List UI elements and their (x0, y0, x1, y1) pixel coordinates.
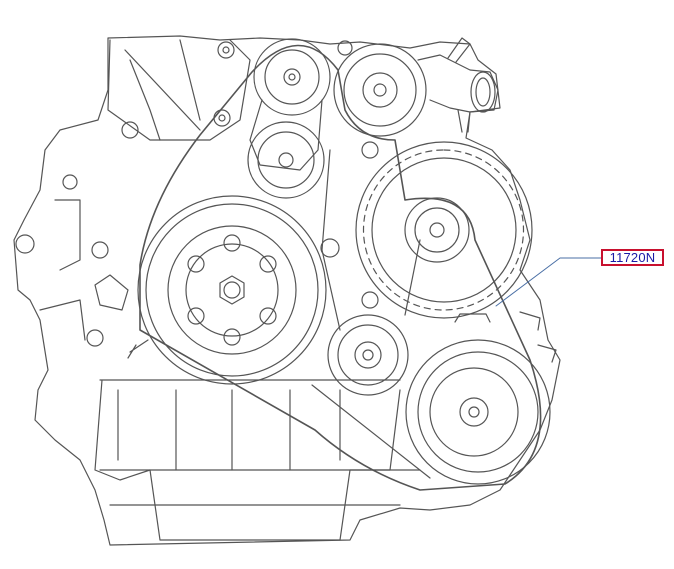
bolt-top (337, 40, 353, 56)
oil-pan-ribs (117, 389, 341, 471)
left-bolt-4 (91, 241, 109, 259)
water-outlet-bracket (457, 109, 471, 133)
idler-pulley-mid (343, 53, 417, 127)
ac-clutch-face (429, 367, 519, 457)
ac-compressor-outer (405, 339, 551, 485)
ac-clutch-hub (459, 397, 489, 427)
top-pulley-bolt (288, 73, 296, 81)
crank-bolt-washer (223, 281, 241, 299)
crank-pulley-hub-ring (185, 243, 279, 337)
alternator-pulley-hub (429, 222, 445, 238)
ac-compressor-mid (417, 351, 539, 473)
callout-leader-line (495, 257, 602, 307)
drive-belt (139, 44, 542, 491)
idler-pulley-outer (333, 43, 427, 137)
crank-hole-4 (223, 328, 241, 346)
left-bracket (39, 199, 86, 341)
bolt-mid-center (218, 114, 226, 122)
lower-flange (99, 469, 421, 506)
idler-pulley-ring (362, 72, 398, 108)
bolt-top-left (217, 41, 235, 59)
top-pulley-hub (283, 68, 301, 86)
alternator-fins (362, 149, 525, 311)
sensor-stem (447, 37, 471, 63)
crank-hole-1 (223, 234, 241, 252)
ac-clutch-bolt (468, 406, 480, 418)
crank-hole-6 (187, 255, 205, 273)
lower-idler-outer (327, 314, 409, 396)
idler-pulley-hub (373, 83, 387, 97)
alternator-pulley-outer (404, 197, 470, 263)
alternator-body (355, 141, 533, 319)
left-bolt-2 (86, 329, 104, 347)
water-outlet-opening (470, 71, 496, 113)
crank-hole-2 (259, 255, 277, 273)
crank-hole-3 (259, 307, 277, 325)
alternator-bolt-upper (361, 141, 379, 159)
crank-hole-5 (187, 307, 205, 325)
water-outlet (417, 54, 499, 113)
water-outlet-inner (475, 77, 491, 107)
crank-pulley-groove (145, 203, 319, 377)
alternator-mount-bolt (320, 238, 340, 258)
top-pulley-inner (264, 49, 320, 105)
lower-idler-ring (354, 341, 382, 369)
crank-pulley-outer (137, 195, 327, 385)
tensioner-pulley-hub (278, 152, 294, 168)
tensioner-pulley-inner (257, 131, 315, 189)
left-bolt-3 (62, 174, 78, 190)
top-pulley-outer (253, 38, 331, 116)
lower-idler-hub (362, 349, 374, 361)
part-number-label[interactable]: 11720N (601, 249, 664, 266)
tensioner-arm (249, 99, 323, 171)
lower-idler-inner (337, 324, 399, 386)
alternator-pulley-inner (414, 207, 460, 253)
crank-bolt (219, 275, 245, 305)
left-bolt-1 (15, 234, 35, 254)
alternator-bolt-lower (361, 291, 379, 309)
bolt-left (121, 121, 139, 139)
engine-block-outline (13, 35, 561, 546)
dipstick (127, 339, 149, 359)
tensioner-pulley-outer (247, 121, 325, 199)
ac-fittings (454, 311, 557, 363)
bolt-mid (213, 109, 231, 127)
belt-inner-run (311, 149, 431, 479)
bolt-top-left-center (222, 46, 230, 54)
top-housing (107, 39, 251, 141)
crank-pulley-face (167, 225, 297, 355)
alternator-vent-ring (371, 157, 517, 303)
housing-ribs (124, 39, 201, 141)
oil-filler-tube (94, 274, 129, 311)
